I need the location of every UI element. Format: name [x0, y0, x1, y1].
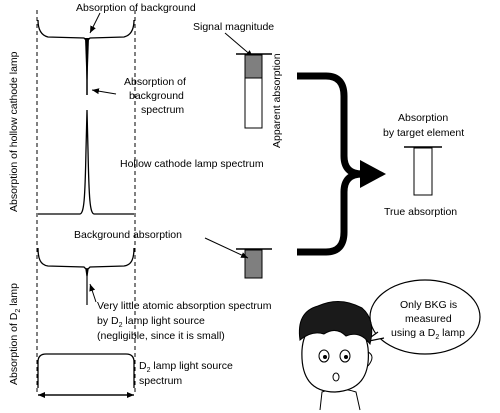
label-background-absorption: Background absorption	[74, 229, 182, 241]
speech-bubble-line-2: measured	[405, 313, 452, 325]
y-axis-d2-lamp: Absorption of D2 lamp	[8, 283, 22, 385]
merge-bracket	[297, 72, 363, 256]
label-very-little-3: (negligible, since it is small)	[97, 330, 225, 342]
character-left-pupil	[323, 355, 327, 359]
arrow-background-spectrum	[91, 88, 117, 95]
bkg-absorption-bar	[244, 249, 263, 279]
label-hollow-cathode-lamp-spectrum: Hollow cathode lamp spectrum	[120, 158, 264, 170]
label-absorption-of-background-spectrum-1: Absorption of	[124, 76, 186, 88]
label-absorption-of-background-spectrum-2: background	[129, 90, 184, 102]
label-signal-magnitude: Signal magnitude	[193, 21, 274, 33]
label-d2-source-2: spectrum	[139, 375, 182, 387]
true-absorption-bar	[413, 147, 433, 196]
apparent-absorption-bkg-part	[244, 54, 263, 79]
merge-arrowhead	[360, 160, 386, 188]
d2-lamp-source-spectrum-box	[37, 353, 135, 388]
d2-lamp-spectrum	[37, 247, 135, 277]
speech-bubble-line-1: Only BKG is	[400, 299, 457, 311]
cartoon-character	[298, 301, 373, 411]
y-axis-hollow-cathode: Absorption of hollow cathode lamp	[8, 51, 20, 212]
arrow-background-absorption	[204, 237, 249, 259]
arrow-absorption-of-background	[89, 12, 101, 34]
label-absorption-target-2: by target element	[383, 127, 464, 139]
label-apparent-absorption: Apparent absorption	[271, 53, 283, 148]
character-ear	[367, 351, 373, 367]
absorption-tip-top	[85, 38, 89, 95]
character-mouth	[332, 372, 340, 382]
label-very-little-1: Very little atomic absorption spectrum	[97, 300, 272, 312]
label-absorption-of-background-spectrum-3: spectrum	[141, 104, 184, 116]
character-right-pupil	[344, 355, 348, 359]
arrow-signal-magnitude	[224, 32, 254, 58]
hollow-cathode-lamp-peak	[38, 109, 134, 215]
arrow-very-little	[89, 283, 97, 303]
label-absorption-of-background: Absorption of background	[76, 2, 196, 14]
label-very-little-2: by D2 lamp light source	[97, 315, 205, 329]
character-body	[319, 388, 361, 411]
apparent-absorption-signal-part	[244, 77, 263, 129]
speech-bubble	[369, 279, 481, 355]
character-hair	[298, 301, 373, 346]
label-d2-source-1: D2 lamp light source	[139, 360, 233, 374]
speech-bubble-line-3: using a D2 lamp	[391, 327, 465, 341]
label-true-absorption: True absorption	[384, 206, 457, 218]
label-absorption-target-1: Absorption	[398, 112, 448, 124]
